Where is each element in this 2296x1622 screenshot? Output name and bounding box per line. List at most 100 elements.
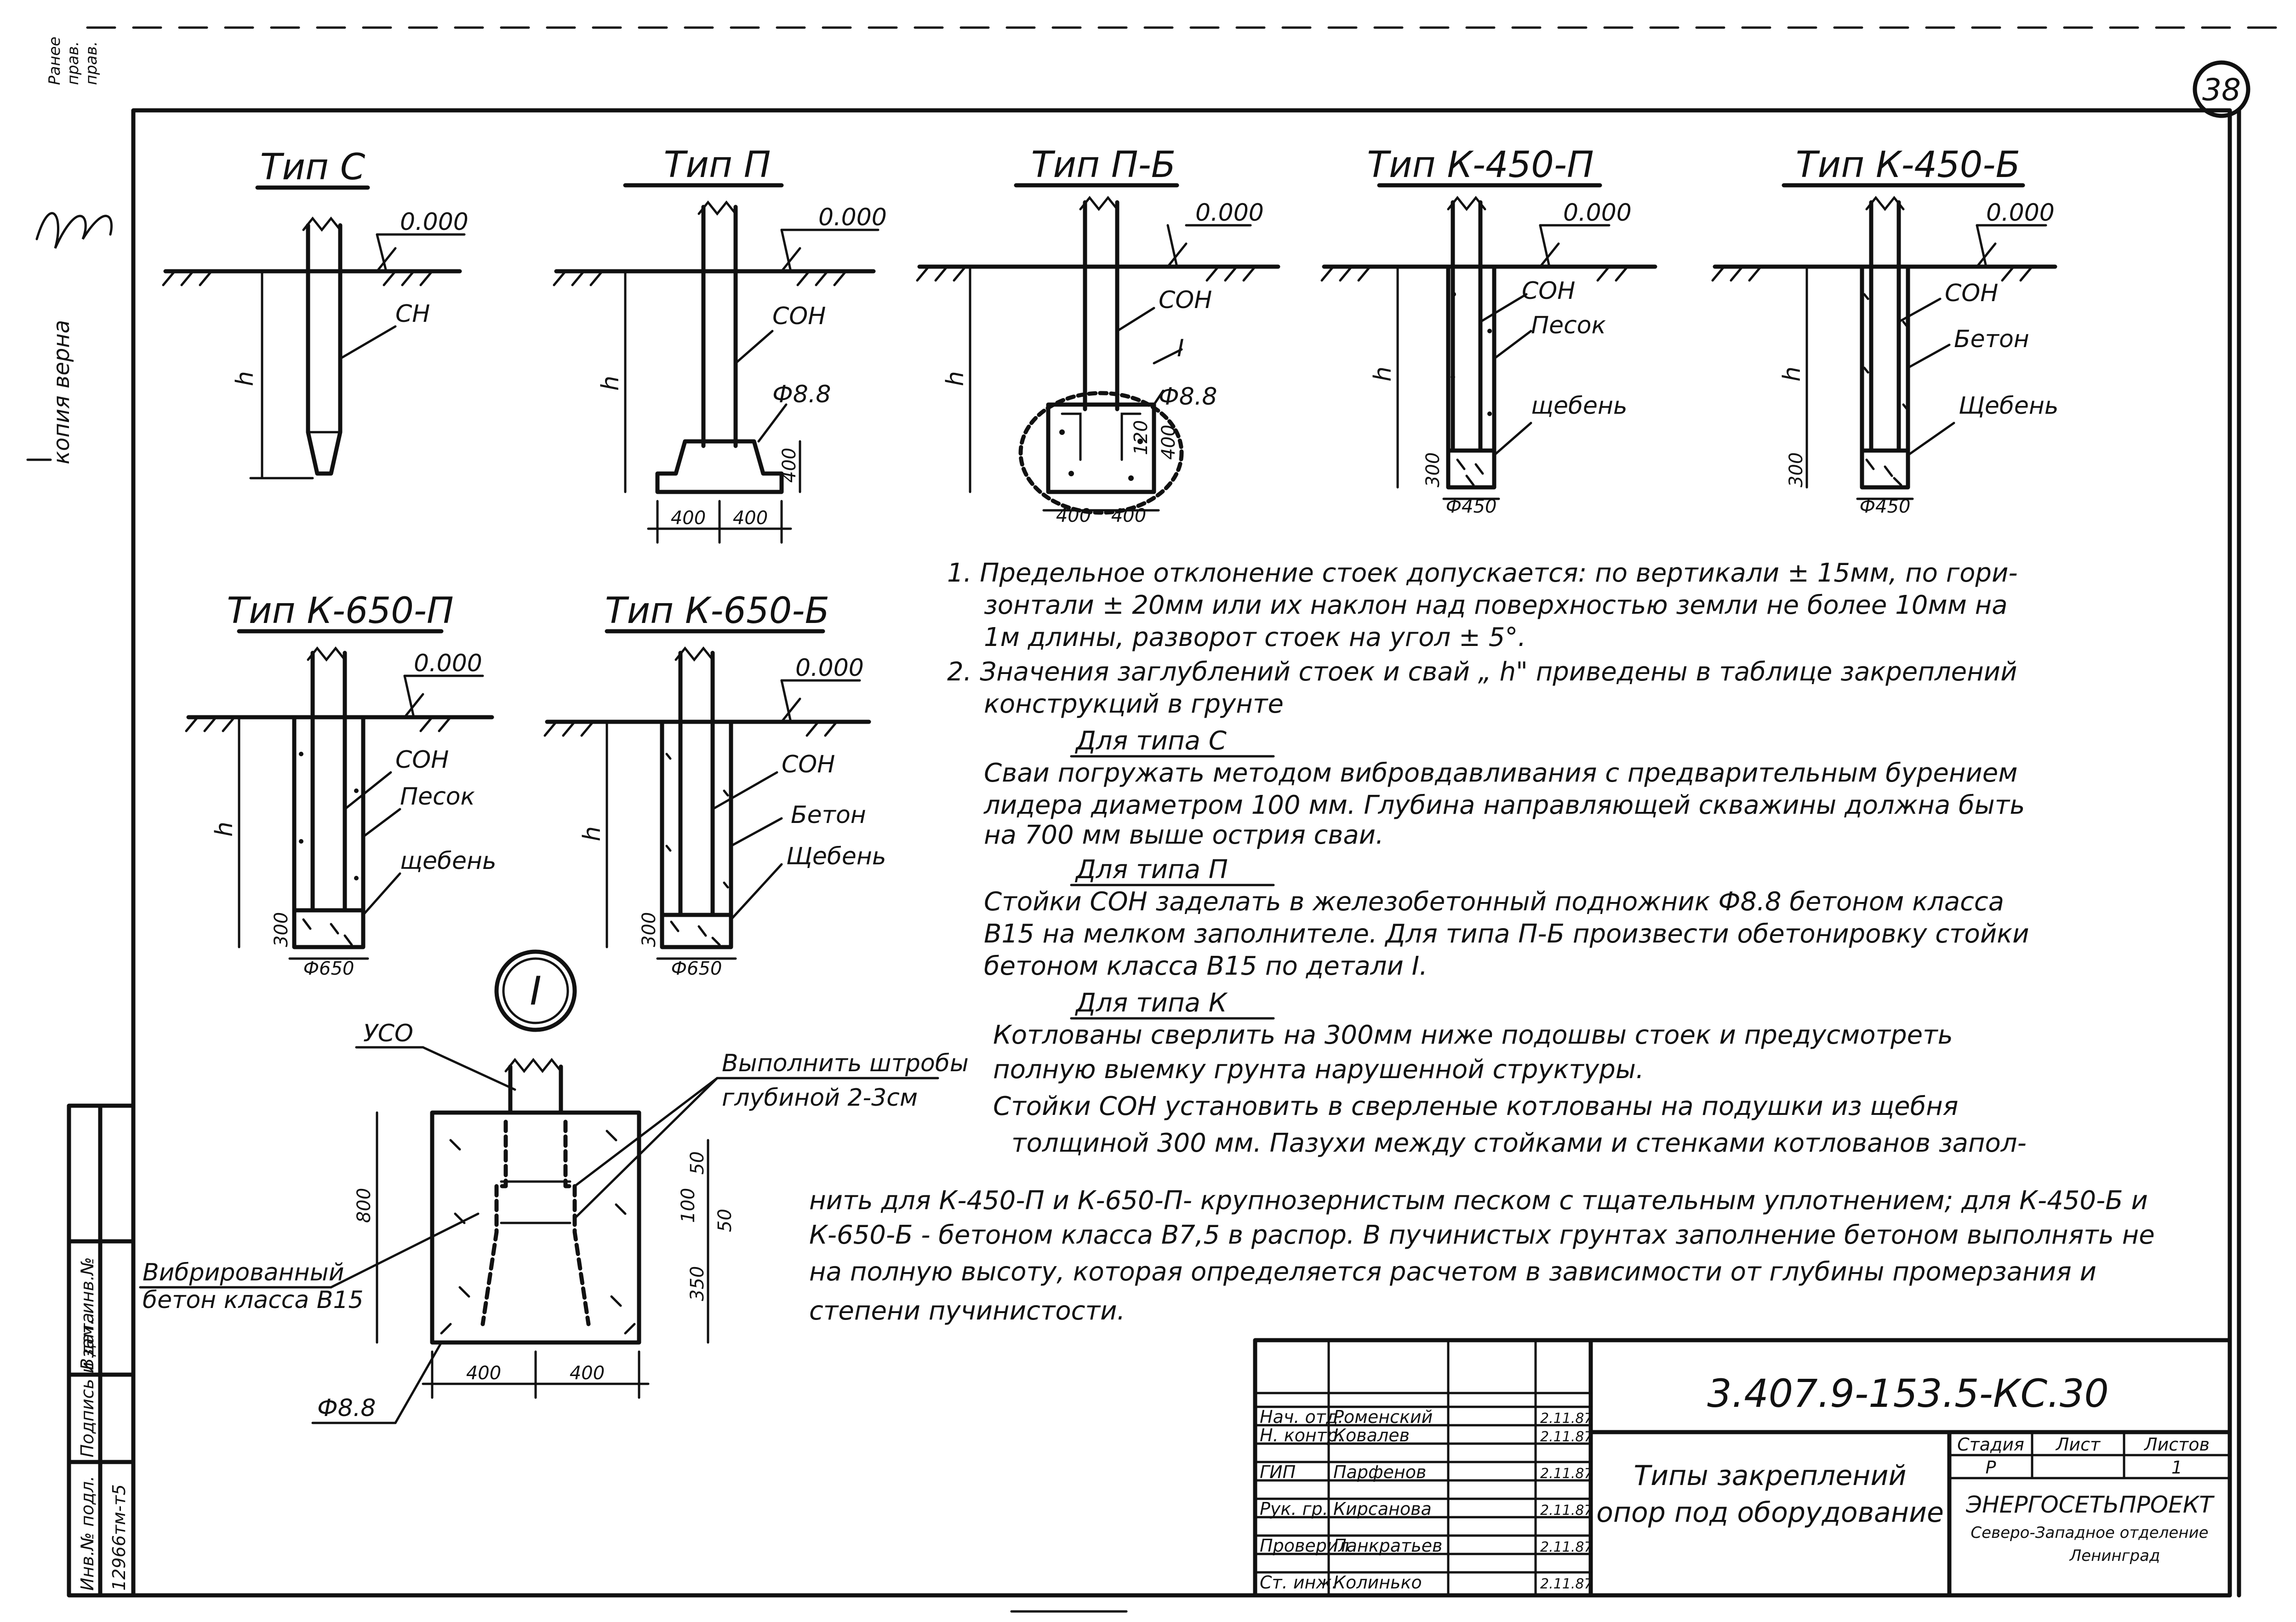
- depth-label: h: [231, 371, 259, 386]
- base-label: Щебень: [786, 843, 886, 870]
- dim-h2: 400: [1158, 425, 1179, 460]
- detail-type-c: Тип С 0.000 СН h: [162, 147, 468, 480]
- fill-label: Бетон: [791, 801, 866, 829]
- tb-role: Ст. инж.: [1260, 1572, 1337, 1593]
- level-label: 0.000: [400, 208, 468, 236]
- org-branch: Северо-Западное отделение: [1970, 1524, 2208, 1542]
- diam-label: Ф650: [671, 958, 722, 979]
- org-city: Ленинград: [2069, 1547, 2160, 1565]
- type-p-line: Стойки СОН заделать в железобетонный под…: [984, 887, 2004, 917]
- found-label: Ф8.8: [772, 381, 831, 408]
- margin-word-1: Ранее: [46, 37, 64, 85]
- inv-label-1: Инв.№ подл.: [77, 1476, 97, 1591]
- detail-marker: I: [530, 968, 541, 1014]
- sheets-label: Листов: [2143, 1434, 2210, 1455]
- type-k-line: полную выемку грунта нарушенной структур…: [993, 1055, 1644, 1085]
- tb-role: Нач. отд.: [1260, 1407, 1343, 1427]
- base-label: щебень: [400, 847, 497, 875]
- depth-label: h: [211, 822, 238, 837]
- tb-role: ГИП: [1260, 1462, 1296, 1482]
- inventory-strip: Инв.№ подл. Подпись и дата Взам. инв.№ 1…: [67, 1103, 136, 1598]
- type-k-line: нить для К-450-П и К-650-П- крупнозернис…: [809, 1186, 2148, 1216]
- depth-label: h: [1778, 366, 1806, 382]
- depth-label: h: [1369, 366, 1397, 382]
- sheet-number: 38: [2202, 72, 2241, 108]
- dim-800: 800: [354, 1188, 375, 1223]
- detail-type-k450b: Тип К-450-Б 0.000 СОН Бетон Щебень h 300…: [1711, 144, 2059, 517]
- pile-label: СОН: [782, 751, 835, 778]
- detail-type-p-b: Тип П-Б 0.000 СОН I Ф8.8 120 400 h 400 4…: [916, 144, 1280, 526]
- tb-date: 2.11.87: [1540, 1466, 1593, 1482]
- sheets-value: 1: [2171, 1457, 2182, 1478]
- level-label: 0.000: [414, 650, 482, 677]
- dim-h: 400: [779, 448, 800, 483]
- dim-w1: 400: [671, 508, 706, 529]
- sheet-number-badge: 38: [2193, 60, 2250, 118]
- note-line: 1м длины, разворот стоек на угол ± 5°.: [984, 623, 1526, 652]
- tb-date: 2.11.87: [1540, 1539, 1593, 1555]
- inv-label-2: Подпись и дата: [77, 1313, 97, 1457]
- dim-base: 300: [1422, 452, 1444, 487]
- note-line: 1. Предельное отклонение стоек допускает…: [947, 558, 2018, 588]
- notes: 1. Предельное отклонение стоек допускает…: [809, 558, 2155, 1326]
- dim-w2: 400: [570, 1363, 605, 1384]
- dim-w1: 400: [1056, 505, 1091, 526]
- tb-date: 2.11.87: [1540, 1576, 1593, 1592]
- detail-title: Тип К-450-Б: [1796, 144, 2020, 186]
- type-k-line: Котлованы сверлить на 300мм ниже подошвы…: [993, 1020, 1953, 1050]
- detail-title: Тип К-650-Б: [605, 590, 829, 632]
- concrete-label-2: бетон класса В15: [143, 1286, 364, 1314]
- stage-label: Стадия: [1957, 1434, 2024, 1455]
- tb-role: Н. контр.: [1260, 1425, 1343, 1445]
- sheet-label: Лист: [2055, 1434, 2101, 1455]
- dim-50b: 50: [714, 1209, 736, 1232]
- type-c-heading: Для типа С: [1074, 726, 1227, 756]
- tb-role: Проверил: [1260, 1536, 1349, 1556]
- dim-50a: 50: [687, 1151, 708, 1175]
- org-name: ЭНЕРГОСЕТЬПРОЕКТ: [1965, 1491, 2215, 1518]
- sheet-frame: [86, 26, 2282, 1613]
- type-p-heading: Для типа П: [1074, 855, 1228, 885]
- fill-label: Бетон: [1954, 326, 2029, 353]
- type-k-line: К-650-Б - бетоном класса В7,5 в распор. …: [809, 1220, 2155, 1250]
- tb-date: 2.11.87: [1540, 1502, 1593, 1519]
- pile-label: УСО: [363, 1020, 413, 1047]
- stage-value: Р: [1986, 1457, 1996, 1478]
- pile-label: СОН: [1522, 277, 1575, 305]
- tb-name: Колинько: [1333, 1572, 1422, 1593]
- tb-date: 2.11.87: [1540, 1411, 1593, 1427]
- dim-350: 350: [687, 1266, 708, 1301]
- margin-word-3: прав.: [82, 41, 101, 86]
- tb-name: Ковалев: [1333, 1425, 1410, 1445]
- detail-type-k650p: Тип К-650-П 0.000 СОН Песок щебень h 300…: [185, 590, 497, 979]
- grooves-note-2: глубиной 2-3см: [722, 1084, 918, 1112]
- doc-code: 3.407.9-153.5-КС.30: [1707, 1371, 2109, 1416]
- note-line: 2. Значения заглублений стоек и свай „ h…: [947, 657, 2017, 687]
- type-k-line: Стойки СОН установить в сверленые котлов…: [993, 1091, 1958, 1121]
- dim-base: 300: [1786, 452, 1807, 487]
- type-k-heading: Для типа К: [1074, 988, 1228, 1018]
- tb-name: Роменский: [1333, 1407, 1433, 1427]
- level-label: 0.000: [795, 654, 864, 682]
- detail-type-k450p: Тип К-450-П 0.000 СОН Песок щебень h 300…: [1320, 144, 1657, 517]
- fill-label: Песок: [1531, 312, 1606, 339]
- type-c-line: на 700 мм выше острия сваи.: [984, 820, 1384, 850]
- doc-title-2: опор под оборудование: [1596, 1496, 1944, 1529]
- concrete-label-1: Вибрированный: [143, 1259, 344, 1286]
- level-label: 0.000: [818, 204, 887, 231]
- inv-label-3: Взам. инв.№: [77, 1257, 97, 1370]
- pile-label: СН: [395, 300, 430, 328]
- dim-w2: 400: [733, 508, 768, 529]
- pile-label: СОН: [395, 746, 449, 774]
- copy-text: копия верна: [49, 320, 74, 464]
- diam-label: Ф450: [1446, 496, 1497, 517]
- detail-title: Тип К-650-П: [227, 590, 453, 632]
- type-c-line: лидера диаметром 100 мм. Глубина направл…: [983, 790, 2025, 820]
- level-label: 0.000: [1563, 199, 1632, 227]
- grooves-note-1: Выполнить штробы: [722, 1050, 969, 1077]
- dim-base: 300: [639, 912, 660, 947]
- detail-ref: I: [1177, 335, 1184, 362]
- depth-label: h: [597, 376, 624, 391]
- diam-label: Ф450: [1860, 496, 1911, 517]
